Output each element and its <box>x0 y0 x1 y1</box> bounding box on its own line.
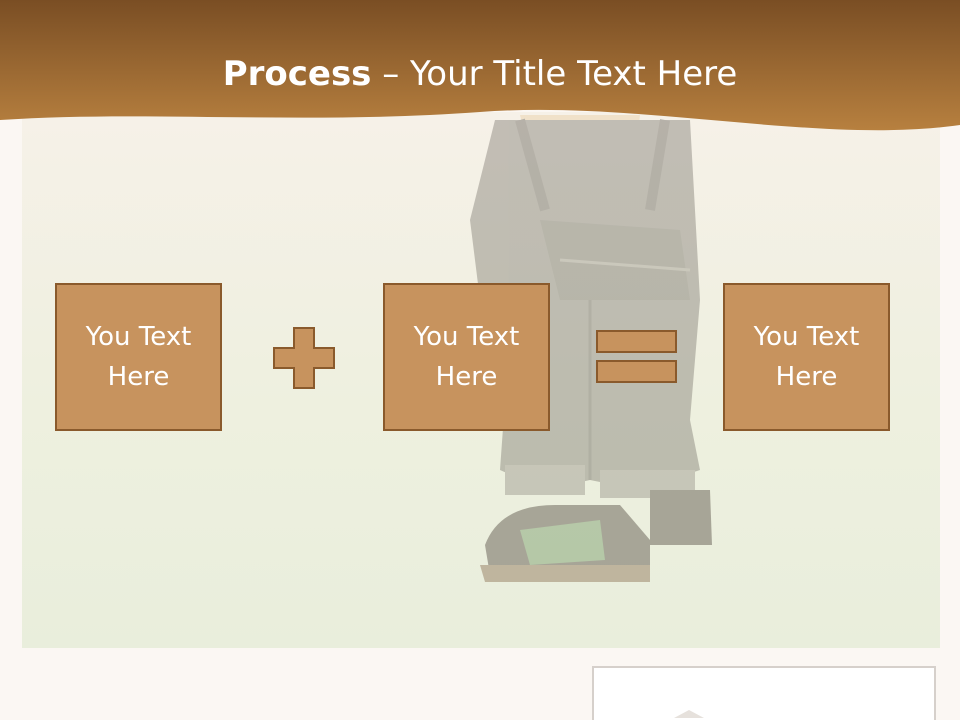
thumbnail-frame <box>592 666 936 720</box>
page-title: Process – Your Title Text Here <box>0 52 960 96</box>
process-box-3[interactable]: You Text Here <box>723 283 890 431</box>
process-box-2-label: You Text Here <box>413 322 520 392</box>
header-banner <box>0 0 960 131</box>
process-box-1[interactable]: You Text Here <box>55 283 222 431</box>
equals-icon <box>596 330 677 383</box>
process-box-2[interactable]: You Text Here <box>383 283 550 431</box>
title-bold-text: Process <box>222 54 372 94</box>
process-box-3-label: You Text Here <box>753 322 860 392</box>
thumbnail-graphic <box>674 710 704 718</box>
process-box-1-label: You Text Here <box>85 322 192 392</box>
plus-icon <box>273 327 335 389</box>
title-rest-text: – Your Title Text Here <box>371 54 738 94</box>
